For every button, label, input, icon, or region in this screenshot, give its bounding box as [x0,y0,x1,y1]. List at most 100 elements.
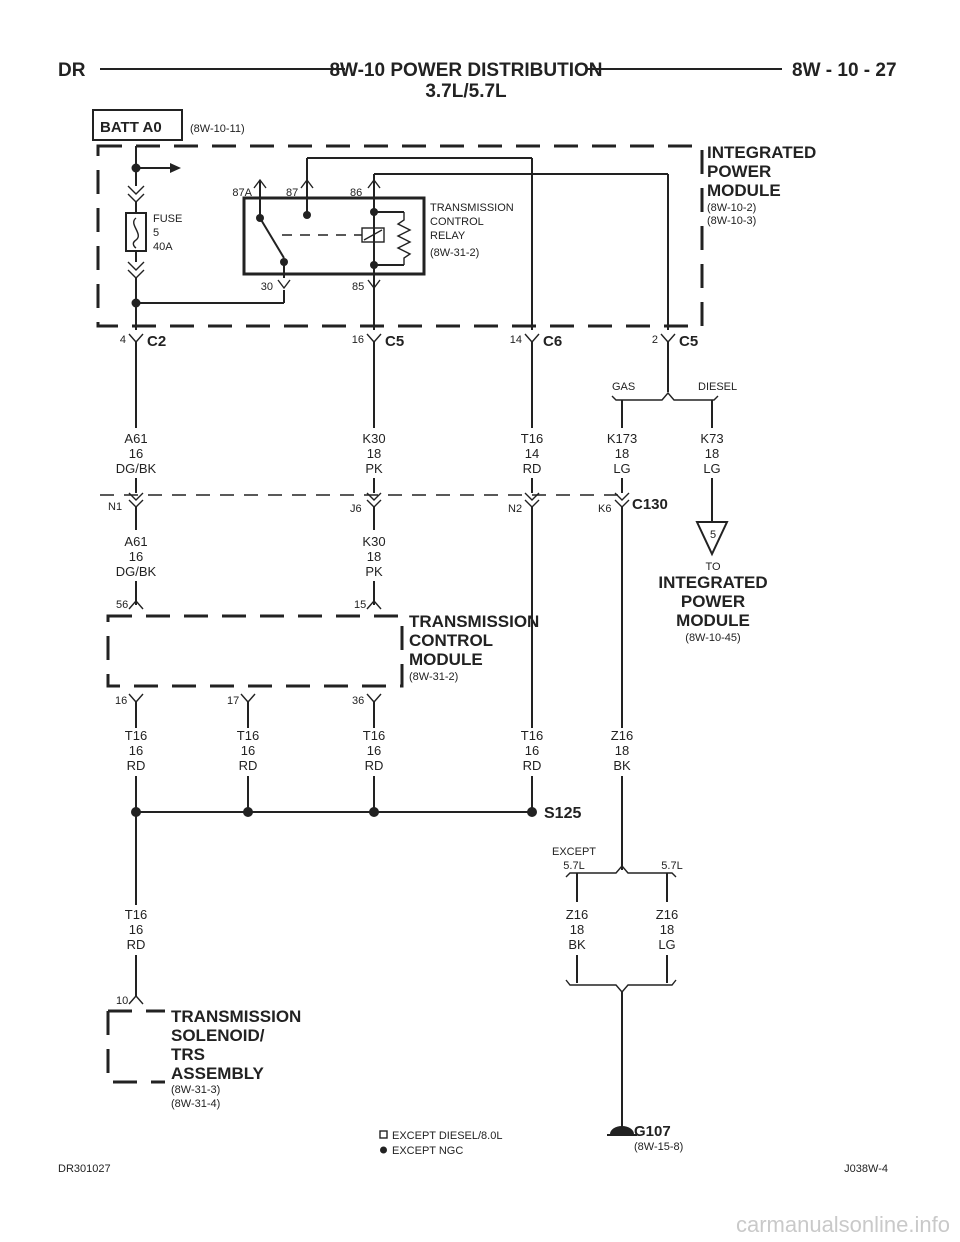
wire-label-z16-bk2: Z16 18 BK [566,907,588,952]
c5a-terminal [366,333,382,344]
to-ipm-name-2: POWER [681,592,745,611]
s125-dot-1 [131,807,141,817]
svg-text:RD: RD [365,758,384,773]
svg-text:18: 18 [570,922,584,937]
svg-text:A61: A61 [124,431,147,446]
svg-text:16: 16 [129,446,143,461]
svg-text:PK: PK [365,564,383,579]
batt-label: BATT A0 [100,119,162,136]
ipm-ref-1: (8W-10-2) [707,202,756,214]
wire-label-k73: K73 18 LG [700,431,723,476]
relay-switch-arm [259,217,285,259]
wire-label-t16-b: T16 16 RD [237,728,259,773]
svg-text:18: 18 [705,446,719,461]
svg-text:T16: T16 [363,728,385,743]
svg-text:16: 16 [525,743,539,758]
tcm-name-3: MODULE [409,650,483,669]
svg-text:A61: A61 [124,534,147,549]
to-ipm-triangle-icon [695,521,729,557]
tcm-ref: (8W-31-2) [409,671,458,683]
footer-right: J038W-4 [844,1163,888,1175]
c5a-name: C5 [385,333,404,350]
wire-label-k173: K173 18 LG [607,431,637,476]
s125-dot-3 [369,807,379,817]
relay-name-4: (8W-31-2) [430,247,479,259]
relay-pin-85: 85 [352,281,364,293]
svg-text:RD: RD [127,758,146,773]
c130-pin-n2: N2 [508,503,522,515]
c2-pin: 4 [120,334,126,346]
wire-label-a61-bot: A61 16 DG/BK [116,534,157,579]
header-subtitle: 3.7L/5.7L [425,81,507,102]
relay-87-contact [303,211,311,219]
option-except-2: 5.7L [563,860,584,872]
to-ipm-name-1: INTEGRATED [658,573,767,592]
option-except-1: EXCEPT [552,846,596,858]
relay-pin-87: 87 [286,187,298,199]
option-diesel: DIESEL [698,381,737,393]
tcm-pin-56-terminal [128,599,144,610]
relay-name-2: CONTROL [430,216,484,228]
to-ipm-name-3: MODULE [676,611,750,630]
relay-pin-87a: 87A [232,187,252,199]
solenoid-ref-1: (8W-31-3) [171,1084,220,1096]
to-ipm-to: TO [705,561,721,573]
svg-text:BK: BK [568,937,586,952]
wire-label-k30-top: K30 18 PK [362,431,385,476]
fuse-label-3: 40A [153,241,173,253]
c5b-pin: 2 [652,334,658,346]
svg-text:RD: RD [127,937,146,952]
wire-label-t16-a: T16 16 RD [125,728,147,773]
wire-label-t16-e: T16 16 RD [125,907,147,952]
svg-text:T16: T16 [521,728,543,743]
s125-dot-2 [243,807,253,817]
relay-name-1: TRANSMISSION [430,202,514,214]
solenoid-pin-10-terminal [128,994,144,1005]
s125-name: S125 [544,805,581,822]
option-gas: GAS [612,381,635,393]
svg-text:18: 18 [367,549,381,564]
fuse-label-1: FUSE [153,213,182,225]
tcm-pin-15-terminal [366,599,382,610]
g107-name: G107 [634,1123,671,1140]
header-left: DR [58,60,86,81]
svg-text:K173: K173 [607,431,637,446]
tcm-pin-16: 16 [115,695,127,707]
fuse-label-2: 5 [153,227,159,239]
except-57l-merge [565,979,677,994]
ipm-ref-2: (8W-10-3) [707,215,756,227]
s125-dot-4 [527,807,537,817]
svg-text:18: 18 [367,446,381,461]
solenoid-boundary [106,1009,165,1084]
except-57l-split [565,864,677,878]
svg-text:18: 18 [660,922,674,937]
solenoid-name-2: SOLENOID/ [171,1026,265,1045]
solenoid-name-4: ASSEMBLY [171,1064,265,1083]
solenoid-ref-2: (8W-31-4) [171,1098,220,1110]
header-title: 8W-10 POWER DISTRIBUTION [329,60,602,81]
relay-85-terminal [367,279,381,290]
svg-text:Z16: Z16 [566,907,588,922]
legend-dot-text: EXCEPT NGC [392,1145,463,1157]
tcm-pin-56: 56 [116,599,128,611]
to-ipm-ref: (8W-10-45) [685,632,740,644]
wire-label-t16-top: T16 14 RD [521,431,543,476]
watermark-text: carmanualsonline.info [736,1212,950,1237]
batt-ref: (8W-10-11) [190,123,245,135]
c130-pin-j6: J6 [350,503,362,515]
svg-text:RD: RD [523,461,542,476]
footer-left: DR301027 [58,1163,111,1175]
tcm-pin-17-terminal [240,693,256,704]
ipm-name-3: MODULE [707,181,781,200]
relay-box [242,196,426,276]
svg-text:T16: T16 [237,728,259,743]
wire-label-k30-bot: K30 18 PK [362,534,385,579]
option-57l: 5.7L [661,860,682,872]
tcm-name-1: TRANSMISSION [409,612,539,631]
header-right: 8W - 10 - 27 [792,60,897,81]
c130-pin-n1: N1 [108,501,122,513]
fuse-bottom-terminal [127,261,145,279]
ipm-name-1: INTEGRATED [707,143,816,162]
wire-label-z16-lg: Z16 18 LG [656,907,678,952]
c130-terminals [128,492,630,508]
